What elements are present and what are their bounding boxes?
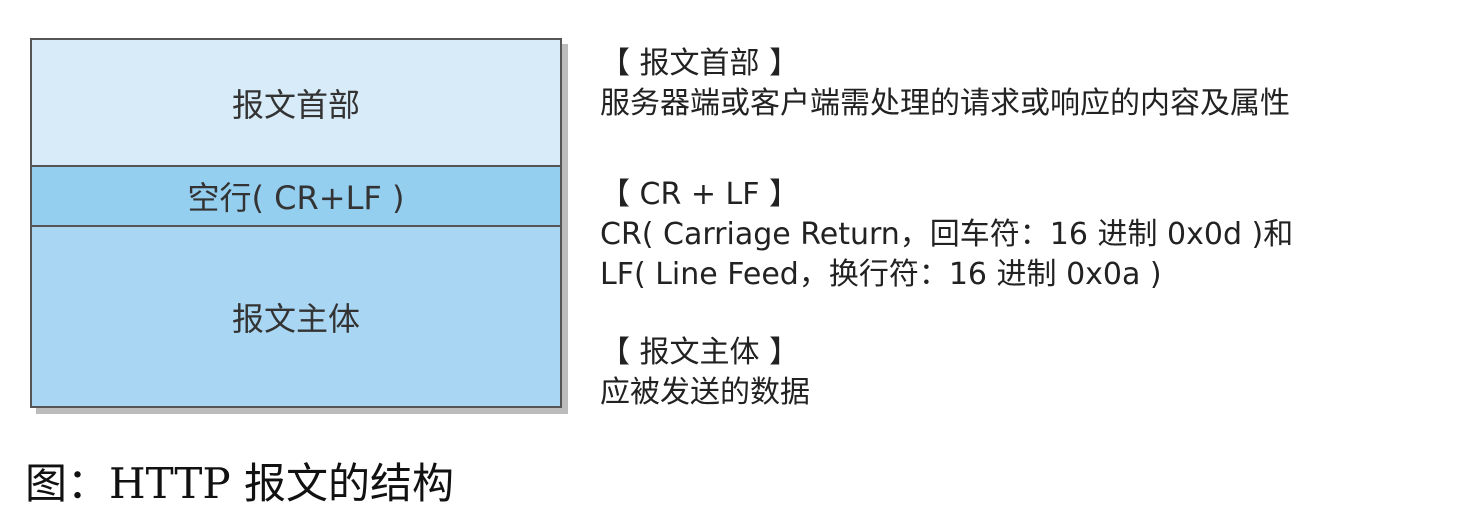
figure-caption: 图：HTTP 报文的结构 <box>25 459 455 508</box>
crlf-description: 【 CR + LF 】 CR( Carriage Return，回车符：16 进… <box>600 175 1460 295</box>
crlf-block: 空行( CR+LF ) <box>32 167 560 227</box>
header-block: 报文首部 <box>32 40 560 167</box>
header-description: 【 报文首部 】 服务器端或客户端需处理的请求或响应的内容及属性 <box>600 44 1460 124</box>
body-block: 报文主体 <box>32 227 560 406</box>
crlf-description-cr: CR( Carriage Return，回车符：16 进制 0x0d )和 <box>600 217 1294 252</box>
crlf-description-lf: LF( Line Feed，换行符：16 进制 0x0a ) <box>600 257 1162 292</box>
header-description-title: 【 报文首部 】 <box>600 46 800 81</box>
message-structure-stack: 报文首部 空行( CR+LF ) 报文主体 <box>30 38 562 408</box>
header-description-text: 服务器端或客户端需处理的请求或响应的内容及属性 <box>600 86 1290 121</box>
crlf-block-label: 空行( CR+LF ) <box>187 179 405 217</box>
body-description: 【 报文主体 】 应被发送的数据 <box>600 333 1460 413</box>
body-block-label: 报文主体 <box>231 299 360 338</box>
crlf-description-title: 【 CR + LF 】 <box>600 177 800 212</box>
body-description-title: 【 报文主体 】 <box>600 335 800 370</box>
header-block-label: 报文首部 <box>231 85 360 124</box>
body-description-text: 应被发送的数据 <box>600 375 810 410</box>
